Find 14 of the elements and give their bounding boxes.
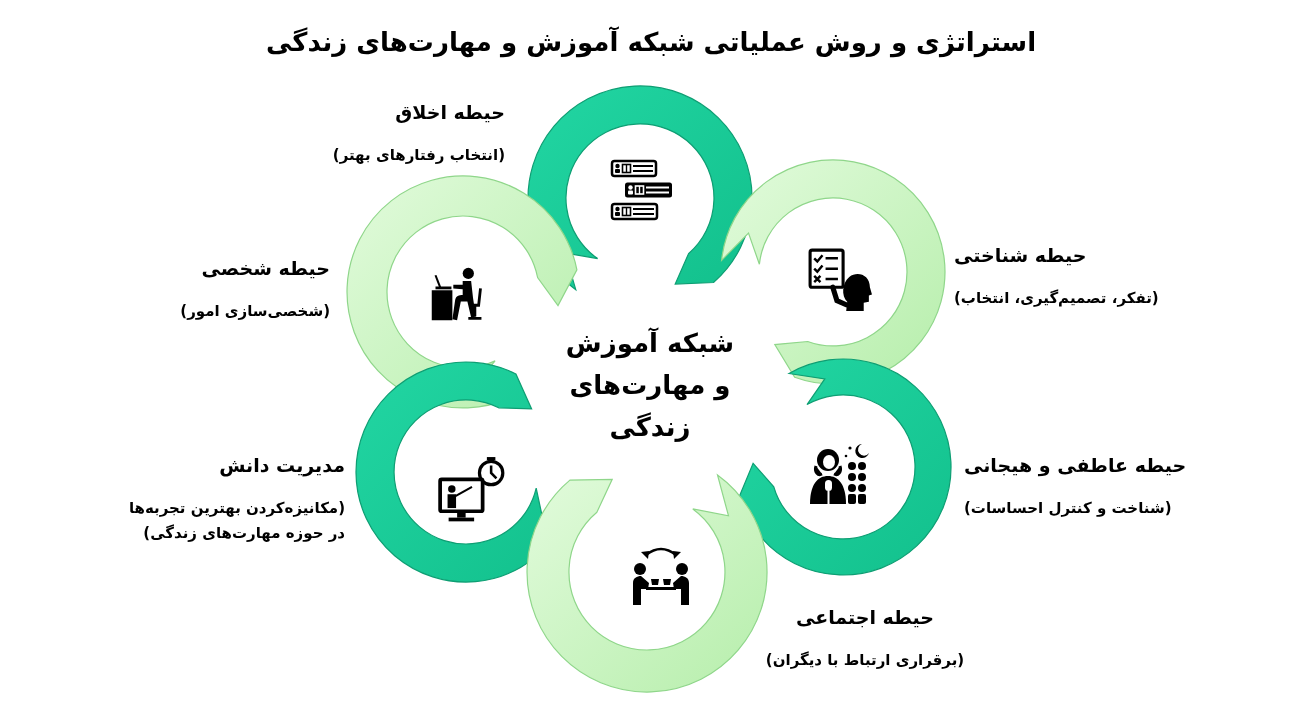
domain-description: (تفکر، تصمیم‌گیری، انتخاب) bbox=[954, 288, 1159, 309]
domain-description: (انتخاب رفتارهای بهتر) bbox=[332, 145, 505, 166]
domain-heading: حیطه اخلاق bbox=[395, 100, 505, 125]
domain-heading: حیطه اجتماعی bbox=[795, 605, 935, 630]
domain-heading: مدیریت دانش bbox=[219, 453, 345, 479]
title: استراتژی و روش عملیاتی شبکه آموزش و مهارت‌های زندگی bbox=[265, 25, 1037, 60]
domain-description: (برقراری ارتباط با دیگران) bbox=[765, 650, 965, 671]
hub-label: شبکه آموزش و مهارت‌های زندگی bbox=[564, 326, 736, 444]
domain-description: (مکانیزه‌کردن بهترین تجربه‌ها در حوزه مهارت‌های زندگی) bbox=[127, 498, 345, 544]
domain-heading: حیطه عاطفی و هیجانی bbox=[964, 453, 1187, 479]
domain-description: (شناخت و کنترل احساسات) bbox=[964, 498, 1172, 519]
domain-description: (شخصی‌سازی امور) bbox=[180, 301, 330, 322]
domain-heading: حیطه شناختی bbox=[954, 243, 1087, 268]
domain-heading: حیطه شخصی bbox=[201, 256, 330, 281]
